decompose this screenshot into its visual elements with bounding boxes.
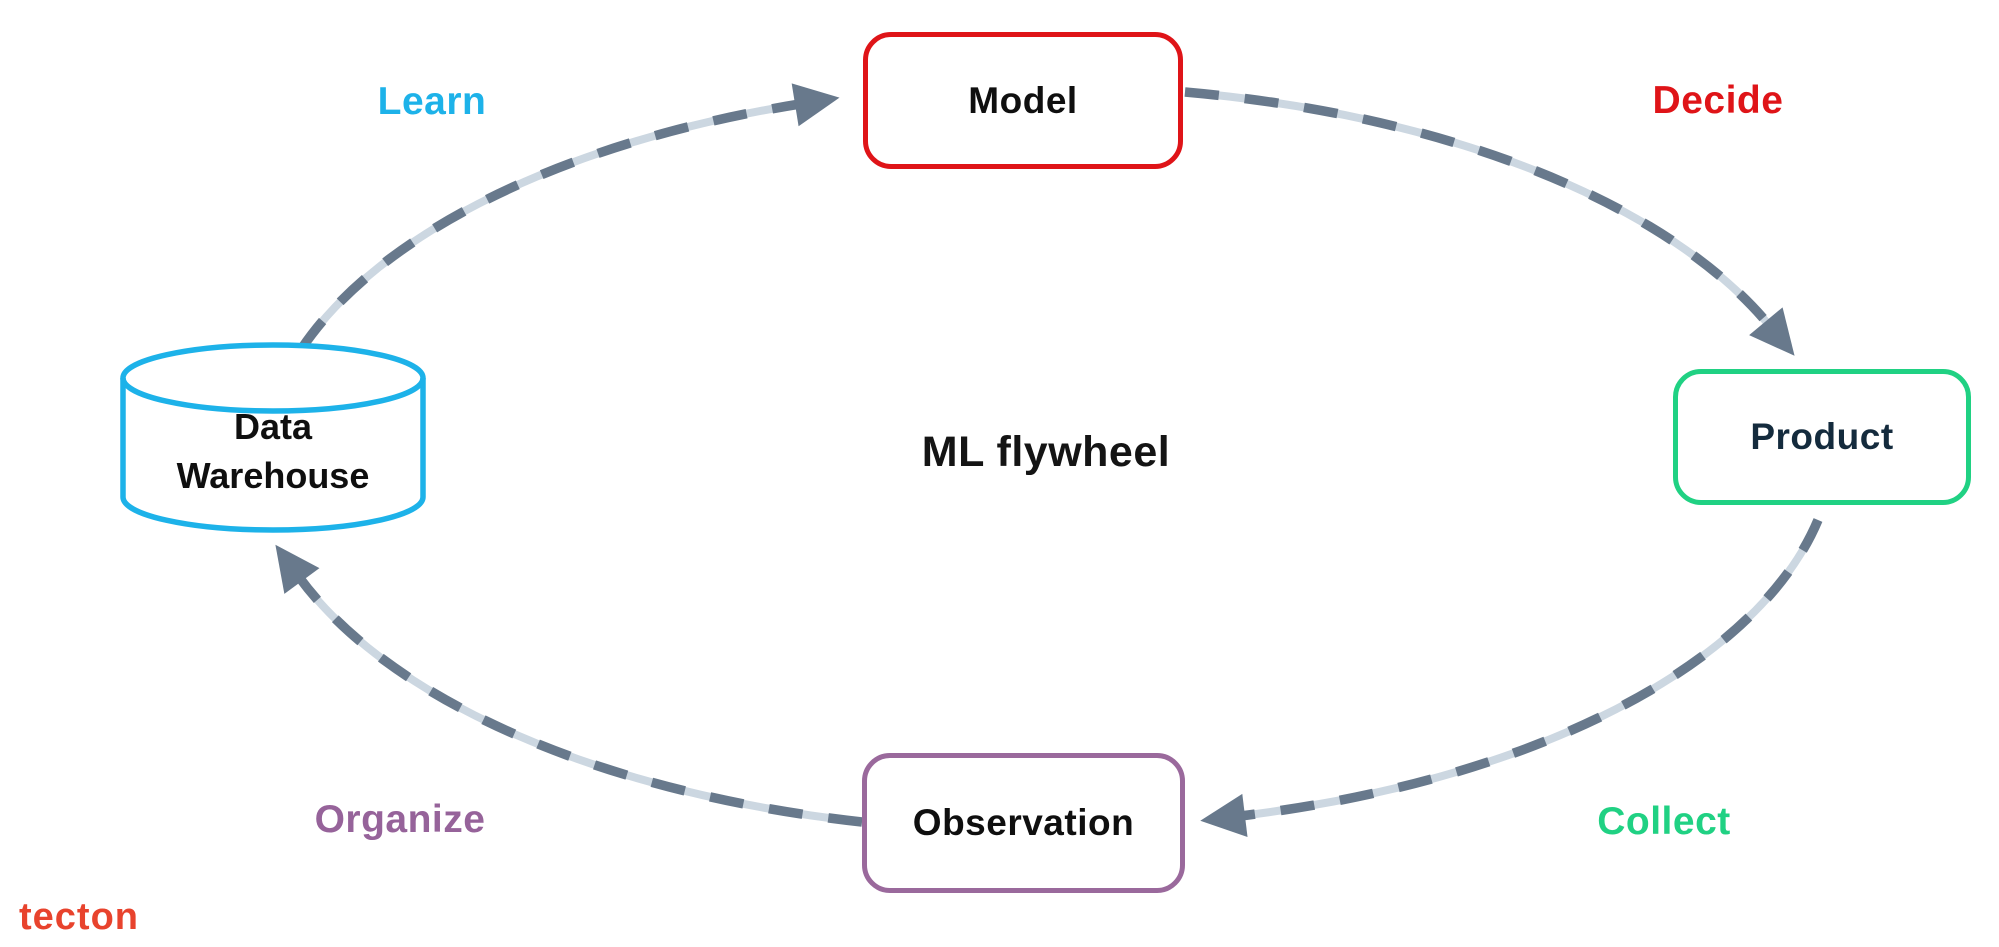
arc-decide bbox=[1184, 87, 1795, 356]
edge-label-decide: Decide bbox=[1652, 79, 1784, 122]
arc-collect bbox=[1200, 518, 1823, 837]
tecton-logo: tecton bbox=[19, 896, 139, 938]
cylinder-body bbox=[120, 342, 426, 533]
edge-label-organize: Organize bbox=[314, 798, 486, 841]
edge-label-learn: Learn bbox=[377, 80, 487, 123]
arc-learn bbox=[298, 83, 840, 351]
node-observation-label: Observation bbox=[912, 802, 1135, 843]
arc-organize bbox=[275, 544, 863, 827]
node-observation: Observation bbox=[862, 753, 1185, 893]
node-product: Product bbox=[1673, 369, 1971, 505]
node-model: Model bbox=[863, 32, 1183, 169]
node-data-warehouse bbox=[120, 342, 426, 533]
node-product-label: Product bbox=[1750, 416, 1894, 457]
cylinder-top-rim bbox=[120, 377, 426, 414]
diagram-title: ML flywheel bbox=[921, 428, 1171, 476]
node-model-label: Model bbox=[968, 79, 1078, 121]
edge-label-collect: Collect bbox=[1597, 800, 1731, 843]
node-data-warehouse-label: Data Warehouse bbox=[176, 406, 370, 496]
